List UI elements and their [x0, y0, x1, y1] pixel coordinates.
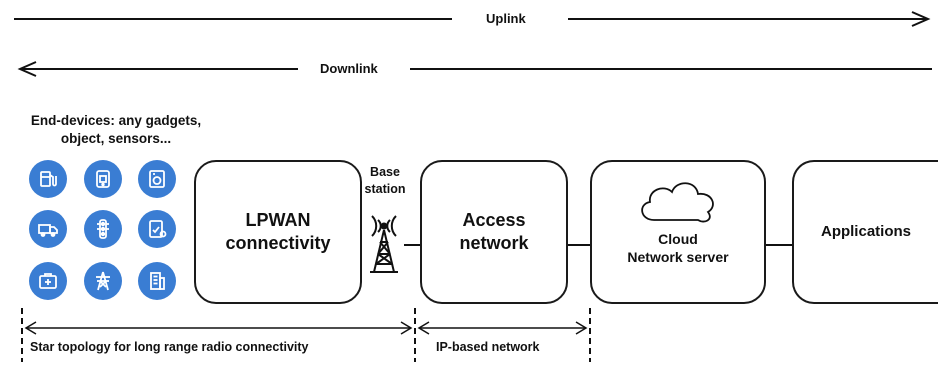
access-label-line1: Access [462, 209, 526, 230]
access-network-box: Access network [420, 160, 568, 304]
uplink-label: Uplink [486, 11, 526, 26]
ip-network-arrowhead-left [417, 321, 430, 335]
base-station-label-line2: station [364, 181, 406, 196]
truck-icon [29, 210, 67, 248]
star-topology-annotation: Star topology for long range radio conne… [30, 340, 309, 354]
base-station-label-line1: Base [370, 165, 400, 179]
medical-kit-icon [29, 262, 67, 300]
downlink-arrowhead [17, 61, 37, 77]
ip-network-annotation: IP-based network [436, 340, 540, 354]
star-topology-arrowhead-right [400, 321, 413, 335]
downlink-label: Downlink [320, 61, 378, 76]
phone-icon [84, 160, 122, 198]
ip-network-arrowhead-right [575, 321, 588, 335]
applications-box: Applications [792, 160, 938, 304]
power-tower-icon [84, 262, 122, 300]
end-devices-title: End-devices: any gadgets, object, sensor… [0, 112, 232, 148]
tablet-icon [138, 210, 176, 248]
end-devices-title-line2: object, sensors... [60, 131, 172, 147]
applications-label: Applications [820, 223, 911, 241]
cloud-icon [641, 182, 714, 223]
fuel-pump-icon [29, 160, 67, 198]
cloud-label-line2: Network server [627, 249, 729, 266]
lpwan-label-line2: connectivity [225, 233, 331, 253]
building-icon [138, 262, 176, 300]
base-station-label: Base station [360, 164, 410, 198]
cloud-network-server-box: Cloud Network server [590, 160, 766, 304]
lpwan-connectivity-box: LPWAN connectivity [194, 160, 362, 304]
base-station-tower-icon [370, 215, 398, 273]
star-topology-arrowhead-left [24, 321, 37, 335]
traffic-light-icon [84, 210, 122, 248]
end-devices-title-line1: End-devices: any gadgets, [30, 113, 202, 128]
cloud-label-line1: Cloud [658, 231, 698, 247]
lpwan-label-line1: LPWAN [245, 209, 311, 230]
access-label-line2: network [459, 233, 529, 253]
uplink-arrowhead [911, 11, 931, 27]
washer-icon [138, 160, 176, 198]
